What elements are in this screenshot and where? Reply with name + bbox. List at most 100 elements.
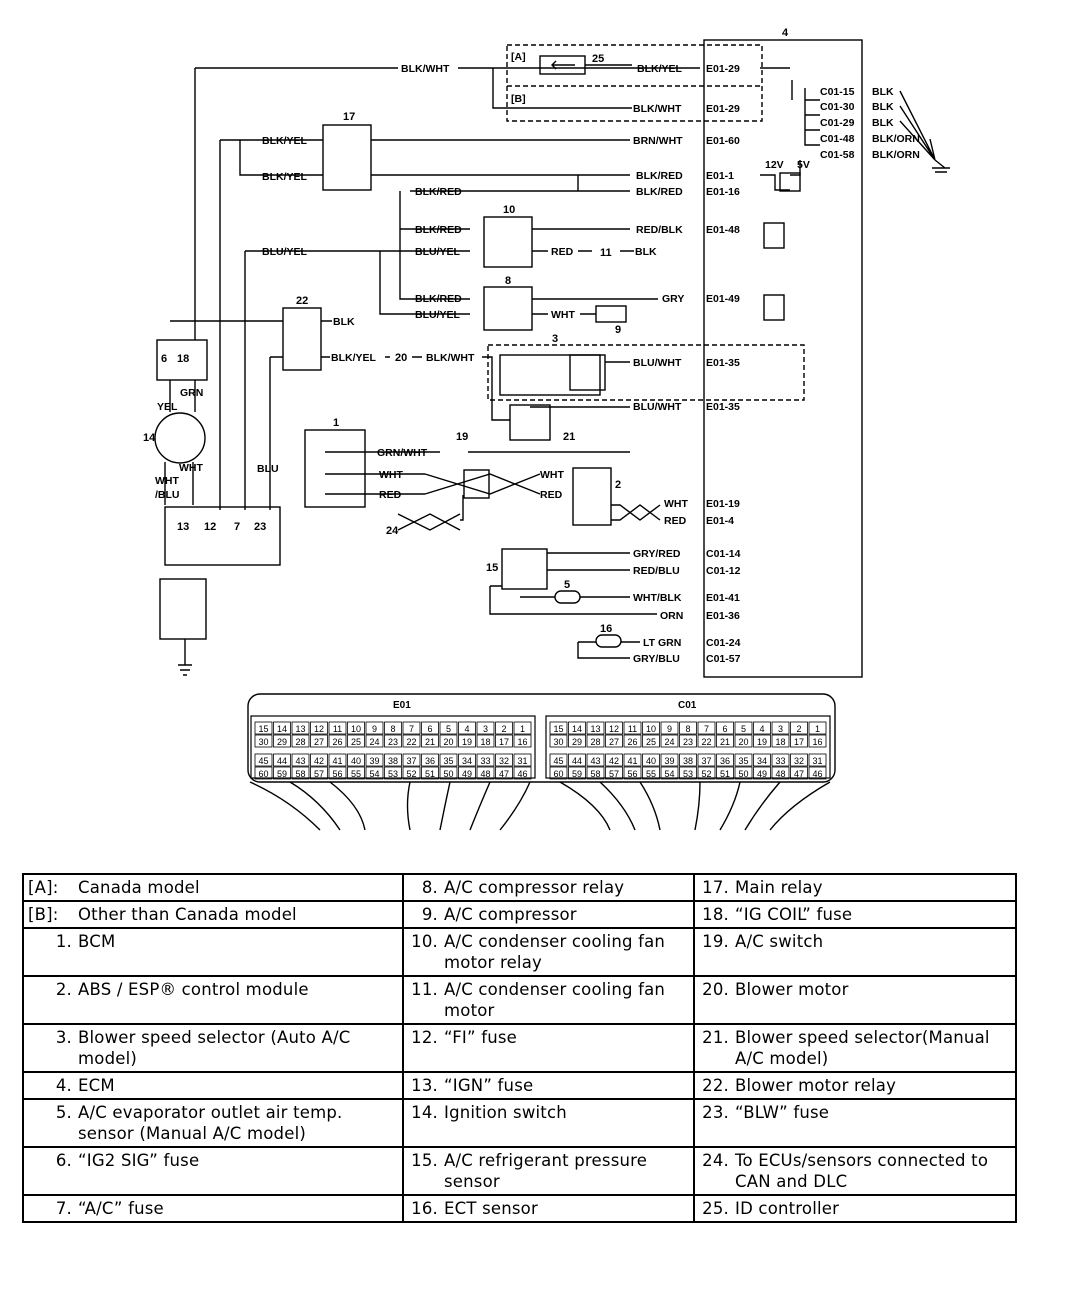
- bcm-box: [304, 429, 366, 508]
- connector-pin-cell: [310, 753, 328, 767]
- legend-text: BCM: [78, 932, 116, 951]
- legend-key: 21.: [702, 1028, 729, 1047]
- legend-cell: 8.A/C compressor relay: [402, 873, 695, 902]
- legend-text: A/C refrigerant pressure sensor: [444, 1151, 648, 1191]
- ecm-number: 4: [782, 27, 789, 39]
- label-9: 9: [615, 324, 621, 336]
- connector-pin-cell: [254, 721, 273, 735]
- connector-pin-number: 47: [794, 769, 804, 779]
- legend-text: “IG COIL” fuse: [735, 905, 853, 924]
- legend-text: ID controller: [735, 1199, 840, 1218]
- legend-key: 15.: [411, 1151, 438, 1170]
- label-12v: 12V: [765, 159, 784, 171]
- connector-pin-number: 17: [794, 737, 804, 747]
- connector-pin-cell: [568, 721, 586, 735]
- connector-pin-number: 57: [314, 769, 324, 779]
- connector-pin-number: 58: [295, 769, 305, 779]
- label-12: 12: [204, 521, 216, 533]
- label-7: 7: [234, 521, 240, 533]
- connector-pin-cell: [808, 766, 827, 780]
- wire-blk-wht-c: BLK/WHT: [426, 352, 475, 364]
- connector-pin-cell: [642, 734, 660, 748]
- wire-grn-wht: GRN/WHT: [377, 447, 428, 459]
- legend-text: To ECUs/sensors connected to CAN and DLC: [735, 1151, 989, 1191]
- connector-pin-number: 34: [757, 756, 767, 766]
- connector-pin-cell: [439, 766, 458, 780]
- legend-cell: 2.ABS / ESP® control module: [22, 975, 404, 1025]
- connector-pin-cell: [568, 766, 586, 780]
- connector-pin-cell: [291, 766, 310, 780]
- legend-cell: 1.BCM: [22, 927, 404, 977]
- connector-pin-cell: [328, 753, 347, 767]
- connector-pin-cell: [790, 753, 808, 767]
- connector-pin-cell: [458, 766, 476, 780]
- connector-pin-cell: [291, 721, 310, 735]
- legend-cell: [A]:Canada model: [22, 873, 404, 902]
- connector-pin-number: 3: [778, 724, 783, 734]
- connector-pin-cell: [568, 753, 586, 767]
- connector-pin-number: 44: [277, 756, 287, 766]
- connector-pin-number: 12: [314, 724, 324, 734]
- connector-pin-number: 5: [741, 724, 746, 734]
- connector-pin-number: 28: [590, 737, 600, 747]
- label-13: 13: [177, 521, 189, 533]
- wire-blu: BLU: [257, 463, 279, 475]
- legend-text: ABS / ESP® control module: [78, 980, 309, 999]
- connector-pin-number: 39: [664, 756, 674, 766]
- connector-pin-number: 29: [572, 737, 582, 747]
- connector-pin-number: 30: [258, 737, 268, 747]
- connector-pin-cell: [273, 766, 291, 780]
- label-5v: 5V: [797, 159, 810, 171]
- connector-pin-cell: [476, 753, 495, 767]
- connector-pin-number: 25: [646, 737, 656, 747]
- legend-key: 13.: [411, 1076, 438, 1095]
- wire-gry-blu: GRY/BLU: [633, 653, 680, 665]
- connector-pin-cell: [753, 766, 771, 780]
- connector-pin-cell: [513, 766, 532, 780]
- connector-pin-cell: [439, 734, 458, 748]
- label-3: 3: [552, 333, 558, 345]
- wire-wht-4: WHT: [664, 498, 688, 510]
- terminal-c01-29: C01-29: [820, 117, 855, 129]
- terminal-e01-35-b: E01-35: [706, 401, 740, 413]
- connector-pin-cell: [273, 721, 291, 735]
- connector-pin-number: 12: [609, 724, 619, 734]
- connector-pin-number: 9: [667, 724, 672, 734]
- battery-fuse-box: [159, 578, 207, 640]
- legend-cell: 5.A/C evaporator outlet air temp. sensor…: [22, 1098, 404, 1148]
- connector-pin-cell: [291, 753, 310, 767]
- legend-key: [A]:: [28, 878, 59, 897]
- legend-text: “A/C” fuse: [78, 1199, 164, 1218]
- terminal-c01-14: C01-14: [706, 548, 741, 560]
- connector-pin-number: 54: [664, 769, 674, 779]
- connector-pin-cell: [605, 753, 623, 767]
- connector-pin-cell: [549, 766, 568, 780]
- connector-pin-cell: [421, 753, 439, 767]
- legend-cell: 13.“IGN” fuse: [402, 1071, 695, 1100]
- connector-pin-number: 31: [812, 756, 822, 766]
- connector-pin-number: 48: [480, 769, 490, 779]
- compressor-relay-box: [483, 286, 533, 331]
- label-20: 20: [395, 352, 407, 364]
- terminal-c01-12: C01-12: [706, 565, 741, 577]
- blower-relay-box: [282, 307, 322, 371]
- terminal-c01-57: C01-57: [706, 653, 741, 665]
- connector-pin-number: 27: [609, 737, 619, 747]
- legend-key: 25.: [702, 1199, 729, 1218]
- connector-pin-cell: [384, 734, 402, 748]
- wire-blk-1: BLK: [635, 246, 657, 258]
- legend-cell: 18.“IG COIL” fuse: [693, 900, 1017, 929]
- connector-pin-number: 38: [388, 756, 398, 766]
- connector-pin-number: 9: [372, 724, 377, 734]
- connector-pin-number: 43: [590, 756, 600, 766]
- connector-pin-number: 24: [664, 737, 674, 747]
- terminal-c01-15: C01-15: [820, 86, 855, 98]
- legend-key: [B]:: [28, 905, 59, 924]
- connector-pin-number: 60: [553, 769, 563, 779]
- connector-pin-number: 58: [590, 769, 600, 779]
- label-18: 18: [177, 353, 189, 365]
- legend-text: Blower speed selector(Manual A/C model): [735, 1028, 990, 1068]
